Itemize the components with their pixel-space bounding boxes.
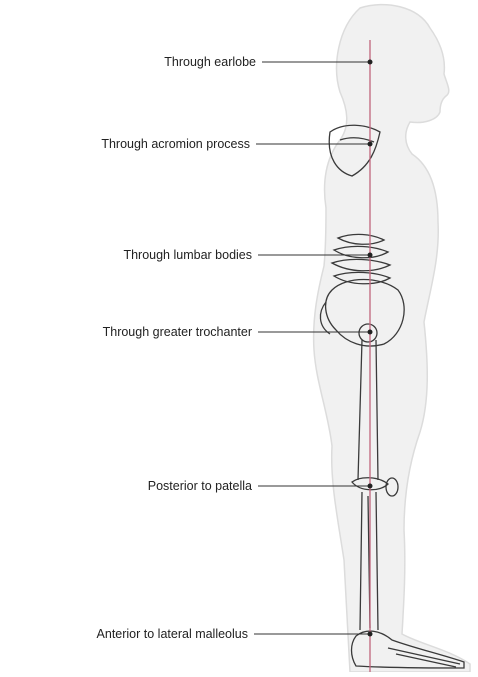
landmark-dot-lumbar bbox=[368, 253, 373, 258]
label-patella: Posterior to patella bbox=[148, 479, 252, 493]
landmark-dot-acromion bbox=[368, 142, 373, 147]
landmark-dot-trochanter bbox=[368, 330, 373, 335]
label-earlobe: Through earlobe bbox=[164, 55, 256, 69]
label-greater-trochanter: Through greater trochanter bbox=[103, 325, 252, 339]
label-lateral-malleolus: Anterior to lateral malleolus bbox=[97, 627, 248, 641]
landmark-dot-patella bbox=[368, 484, 373, 489]
label-lumbar-bodies: Through lumbar bodies bbox=[123, 248, 252, 262]
label-acromion-process: Through acromion process bbox=[101, 137, 250, 151]
landmark-dot-malleolus bbox=[368, 632, 373, 637]
landmark-dot-earlobe bbox=[368, 60, 373, 65]
